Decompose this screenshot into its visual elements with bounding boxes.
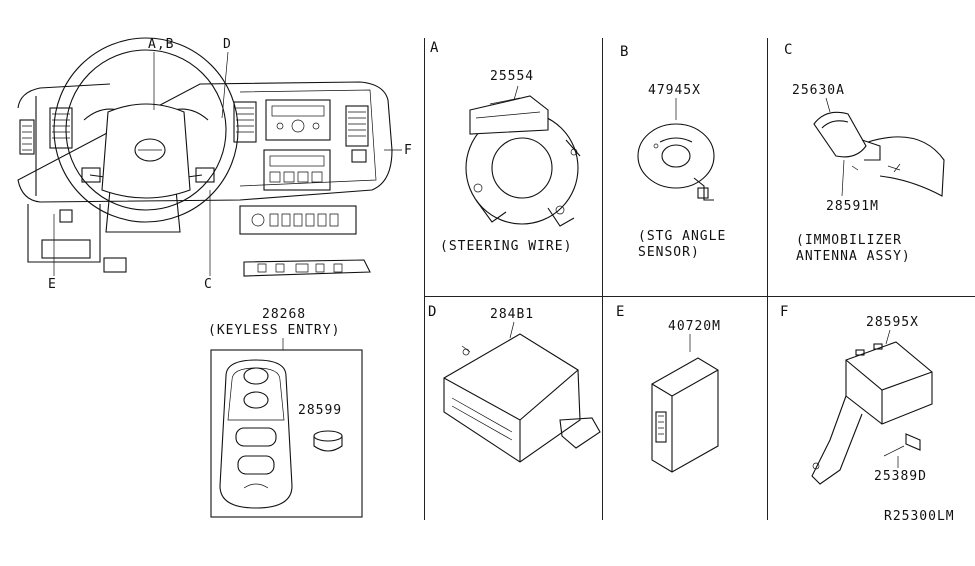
- section-f-part-number-2: 25389D: [874, 469, 927, 484]
- diagram-code: R25300LM: [884, 509, 955, 524]
- callout-d: D: [223, 37, 232, 52]
- section-a-caption: (STEERING WIRE): [440, 239, 573, 254]
- section-b-part-number: 47945X: [648, 83, 701, 98]
- callout-ab: A,B: [148, 37, 175, 52]
- callout-f: F: [404, 143, 413, 158]
- divider-vertical-bc: [767, 38, 768, 520]
- callout-e: E: [48, 277, 57, 292]
- callout-c: C: [204, 277, 213, 292]
- section-f-part-number: 28595X: [866, 315, 919, 330]
- section-d-part-number: 284B1: [490, 307, 535, 322]
- dashboard-illustration: [17, 37, 402, 277]
- keyless-part-number: 28268: [262, 307, 307, 322]
- section-a-part-number: 25554: [490, 69, 535, 84]
- section-e-part-number: 40720M: [668, 319, 721, 334]
- section-e-letter: E: [616, 304, 625, 320]
- divider-horizontal: [424, 296, 975, 297]
- section-b-letter: B: [620, 44, 629, 60]
- section-c-part-number: 25630A: [792, 83, 845, 98]
- section-c-part-number-2: 28591M: [826, 199, 879, 214]
- divider-vertical-main: [424, 38, 425, 520]
- section-f-letter: F: [780, 304, 789, 320]
- section-b-caption-line2: SENSOR): [638, 245, 700, 260]
- section-c-caption-line2: ANTENNA ASSY): [796, 249, 911, 264]
- section-a-letter: A: [430, 40, 439, 56]
- section-c-caption-line1: (IMMOBILIZER: [796, 233, 902, 248]
- divider-vertical-ab: [602, 38, 603, 520]
- battery-part-number: 28599: [298, 403, 343, 418]
- section-c-letter: C: [784, 42, 793, 58]
- keyless-caption: (KEYLESS ENTRY): [208, 323, 341, 338]
- section-d-letter: D: [428, 304, 437, 320]
- section-b-caption-line1: (STG ANGLE: [638, 229, 727, 244]
